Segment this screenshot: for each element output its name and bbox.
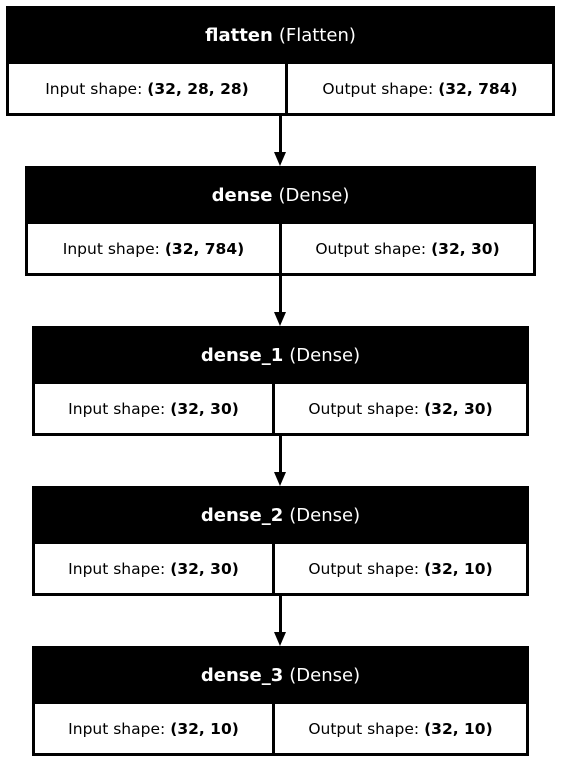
layer-header: flatten (Flatten) (9, 9, 552, 61)
input-shape-label: Input shape: (68, 719, 166, 738)
input-shape-label: Input shape: (62, 239, 160, 258)
layer-header: dense (Dense) (28, 169, 533, 221)
input-shape-value: (32, 10) (170, 719, 239, 738)
output-shape-cell: Output shape: (32, 30) (282, 224, 533, 273)
output-shape-value: (32, 30) (431, 239, 500, 258)
output-shape-label: Output shape: (322, 79, 434, 98)
output-shape-value: (32, 784) (438, 79, 518, 98)
input-shape-cell: Input shape: (32, 784) (28, 224, 282, 273)
layer-header: dense_1 (Dense) (35, 329, 526, 381)
input-shape-cell: Input shape: (32, 28, 28) (9, 64, 288, 113)
header-divider (28, 221, 533, 224)
output-shape-label: Output shape: (308, 399, 420, 418)
output-shape-cell: Output shape: (32, 10) (275, 544, 526, 593)
layer-name: dense_1 (200, 344, 284, 366)
layer-header: dense_2 (Dense) (35, 489, 526, 541)
output-shape-cell: Output shape: (32, 784) (288, 64, 552, 113)
input-shape-label: Input shape: (45, 79, 143, 98)
layer-type: (Dense) (278, 184, 350, 206)
header-divider (35, 541, 526, 544)
output-shape-label: Output shape: (308, 719, 420, 738)
output-shape-value: (32, 10) (424, 559, 493, 578)
shape-row: Input shape: (32, 784) Output shape: (32… (28, 224, 533, 273)
layer-type: (Flatten) (278, 24, 356, 46)
layer-type: (Dense) (289, 504, 361, 526)
header-divider (35, 381, 526, 384)
layer-node-dense-1: dense_1 (Dense) Input shape: (32, 30) Ou… (32, 326, 529, 436)
layer-name: flatten (205, 24, 273, 46)
input-shape-value: (32, 784) (164, 239, 245, 258)
input-shape-label: Input shape: (68, 559, 166, 578)
layer-node-dense-2: dense_2 (Dense) Input shape: (32, 30) Ou… (32, 486, 529, 596)
input-shape-cell: Input shape: (32, 30) (35, 544, 275, 593)
shape-row: Input shape: (32, 30) Output shape: (32,… (35, 384, 526, 433)
output-shape-cell: Output shape: (32, 10) (275, 704, 526, 753)
input-shape-value: (32, 28, 28) (147, 79, 249, 98)
layer-name: dense_3 (200, 664, 284, 686)
input-shape-cell: Input shape: (32, 30) (35, 384, 275, 433)
layer-name: dense_2 (200, 504, 284, 526)
layer-node-flatten: flatten (Flatten) Input shape: (32, 28, … (6, 6, 555, 116)
shape-row: Input shape: (32, 10) Output shape: (32,… (35, 704, 526, 753)
layer-type: (Dense) (289, 664, 361, 686)
shape-row: Input shape: (32, 30) Output shape: (32,… (35, 544, 526, 593)
shape-row: Input shape: (32, 28, 28) Output shape: … (9, 64, 552, 113)
input-shape-value: (32, 30) (170, 559, 239, 578)
input-shape-cell: Input shape: (32, 10) (35, 704, 275, 753)
header-divider (35, 701, 526, 704)
layer-header: dense_3 (Dense) (35, 649, 526, 701)
layer-type: (Dense) (289, 344, 361, 366)
output-shape-label: Output shape: (315, 239, 427, 258)
layer-node-dense: dense (Dense) Input shape: (32, 784) Out… (25, 166, 536, 276)
output-shape-cell: Output shape: (32, 30) (275, 384, 526, 433)
layer-name: dense (211, 184, 273, 206)
output-shape-value: (32, 30) (424, 399, 493, 418)
output-shape-label: Output shape: (308, 559, 420, 578)
output-shape-value: (32, 10) (424, 719, 493, 738)
input-shape-label: Input shape: (68, 399, 166, 418)
input-shape-value: (32, 30) (170, 399, 239, 418)
layer-node-dense-3: dense_3 (Dense) Input shape: (32, 10) Ou… (32, 646, 529, 756)
header-divider (9, 61, 552, 64)
